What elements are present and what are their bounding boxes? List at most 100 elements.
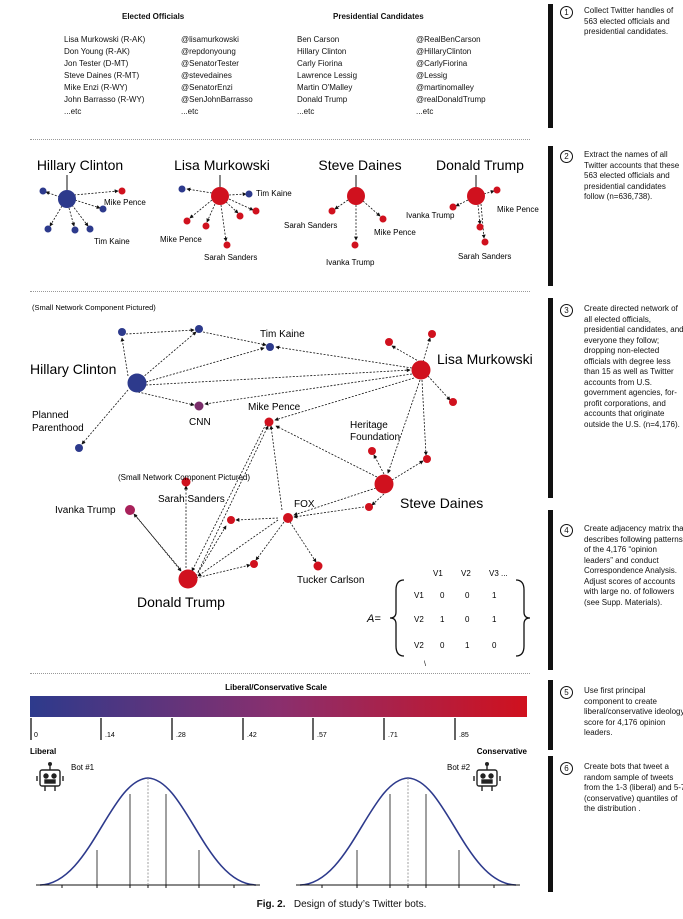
node-fox [283, 513, 293, 523]
candidate-handle: @HillaryClinton [416, 47, 472, 56]
ego-daines: Steve Daines Sarah Sanders Mike Pence Iv… [284, 157, 416, 267]
candidate-name: Ben Carson [297, 35, 340, 44]
scale-tick-label: .42 [247, 732, 257, 739]
step-text: Extract the names of all Twitter account… [584, 150, 680, 201]
node-trump [467, 187, 485, 205]
label-foundation: Foundation [350, 432, 400, 443]
ego-label: Mike Pence [497, 205, 539, 214]
divider-2 [30, 291, 530, 292]
candidate-name: Hillary Clinton [297, 47, 347, 56]
matrix-left-brace [389, 579, 405, 657]
node-donald-trump [178, 569, 198, 589]
node-cnn [194, 401, 204, 411]
candidate-name: Martin O'Malley [297, 83, 353, 92]
candidate-handle: ...etc [416, 107, 434, 116]
diagram-canvas: Hillary Clinton Mike Pence Tim Kaine Lis… [30, 157, 540, 888]
scale-bar [30, 696, 527, 717]
ego-murkowski: Lisa Murkowski Tim Kaine Mike Pence Sara… [160, 157, 292, 262]
divider-3 [30, 673, 530, 674]
ego-label: Tim Kaine [256, 189, 292, 198]
matrix-row-header: V2 [414, 641, 424, 650]
node-lisa-murkowski [411, 360, 431, 380]
label-cnn: CNN [189, 417, 211, 428]
node-steve-daines [374, 474, 394, 494]
figure-number: Fig. 2. [256, 899, 286, 910]
component-label-2: (Small Network Component Pictured) [118, 473, 250, 482]
official-handle: @repdonyoung [181, 47, 236, 56]
step-text: Create directed network of all elected o… [584, 304, 683, 429]
robot-icon [473, 762, 501, 791]
label-murkowski: Lisa Murkowski [437, 351, 533, 367]
candidate-handle: @CarlyFiorina [416, 59, 468, 68]
matrix-cell: 0 [440, 591, 445, 600]
step-number: 1 [560, 6, 573, 19]
candidate-handle: @martinomalley [416, 83, 474, 92]
step-text: Create bots that tweet a random sample o… [584, 762, 683, 813]
official-handle: @SenatorEnzi [181, 83, 233, 92]
node-ivanka-trump [125, 505, 135, 515]
officials-header: Elected Officials [122, 12, 185, 21]
ego-hillary: Hillary Clinton Mike Pence Tim Kaine [37, 157, 147, 246]
label-fox: FOX [294, 499, 315, 510]
node-daines [347, 187, 365, 205]
label-ivanka: Ivanka Trump [55, 505, 116, 516]
ego-label: Tim Kaine [94, 237, 130, 246]
candidates-header: Presidential Candidates [333, 12, 424, 21]
ego-title: Lisa Murkowski [174, 157, 270, 173]
matrix-cell: 1 [492, 591, 497, 600]
matrix-cell: 0 [440, 641, 445, 650]
matrix-cell: 0 [465, 615, 470, 624]
label-tucker: Tucker Carlson [297, 575, 364, 586]
scale-tick-label: .14 [105, 732, 115, 739]
officials-handles-column: @lisamurkowski @repdonyoung @SenatorTest… [181, 34, 253, 118]
step-text: Use first principal component to create … [584, 686, 683, 737]
candidate-handle: @realDonaldTrump [416, 95, 486, 104]
liberal-label: Liberal [30, 747, 56, 756]
matrix-cell: 0 [492, 641, 497, 650]
label-steve-daines: Steve Daines [400, 495, 483, 511]
adjacency-matrix: A= V1 V2 V3 ... V1 V2 V2 0 0 1 1 0 1 0 1… [366, 569, 531, 668]
scale-tick-label: .71 [388, 732, 398, 739]
matrix-row-header: V1 [414, 591, 424, 600]
network-nodes [75, 325, 457, 589]
scale-tick-label: .28 [176, 732, 186, 739]
step-bar-3 [548, 298, 553, 498]
bot2-label: Bot #2 [447, 763, 471, 772]
label-hillary: Hillary Clinton [30, 361, 116, 377]
liberal-quantile-lines [96, 778, 200, 885]
scale-tick-label: 0 [34, 732, 38, 739]
official-name: Steve Daines (R-MT) [64, 71, 140, 80]
matrix-row-header: V2 [414, 615, 424, 624]
node-tucker-carlson [313, 561, 323, 571]
candidate-name: Carly Fiorina [297, 59, 343, 68]
ego-title: Hillary Clinton [37, 157, 123, 173]
ego-label: Ivanka Trump [406, 211, 455, 220]
network-edges [81, 328, 451, 579]
step-bar-4 [548, 510, 553, 670]
node-murkowski [211, 187, 229, 205]
matrix-cell: 1 [440, 615, 445, 624]
node-hillary [58, 190, 76, 208]
ego-label: Sarah Sanders [204, 253, 257, 262]
official-name: Don Young (R-AK) [64, 47, 130, 56]
step-number: 4 [560, 524, 573, 537]
robot-icon [36, 762, 64, 791]
ego-title: Steve Daines [318, 157, 401, 173]
official-handle: @SenatorTester [181, 59, 239, 68]
node-mike-pence [264, 417, 274, 427]
ego-label: Mike Pence [104, 198, 146, 207]
ego-label: Mike Pence [374, 228, 416, 237]
official-name: Mike Enzi (R-WY) [64, 83, 128, 92]
ego-networks: Hillary Clinton Mike Pence Tim Kaine Lis… [37, 157, 540, 267]
divider-1 [30, 139, 530, 140]
component-label: (Small Network Component Pictured) [32, 303, 156, 312]
step-text: Create adjacency matrix that describes f… [584, 524, 683, 607]
node-hillary-clinton [127, 373, 147, 393]
candidate-handle: @RealBenCarson [416, 35, 481, 44]
label-mike-pence: Mike Pence [248, 402, 301, 413]
officials-names-column: Lisa Murkowski (R-AK) Don Young (R-AK) J… [64, 34, 145, 118]
official-name: ...etc [64, 107, 82, 116]
ego-label: Sarah Sanders [458, 252, 511, 261]
official-handle: ...etc [181, 107, 199, 116]
ego-title: Donald Trump [436, 157, 524, 173]
